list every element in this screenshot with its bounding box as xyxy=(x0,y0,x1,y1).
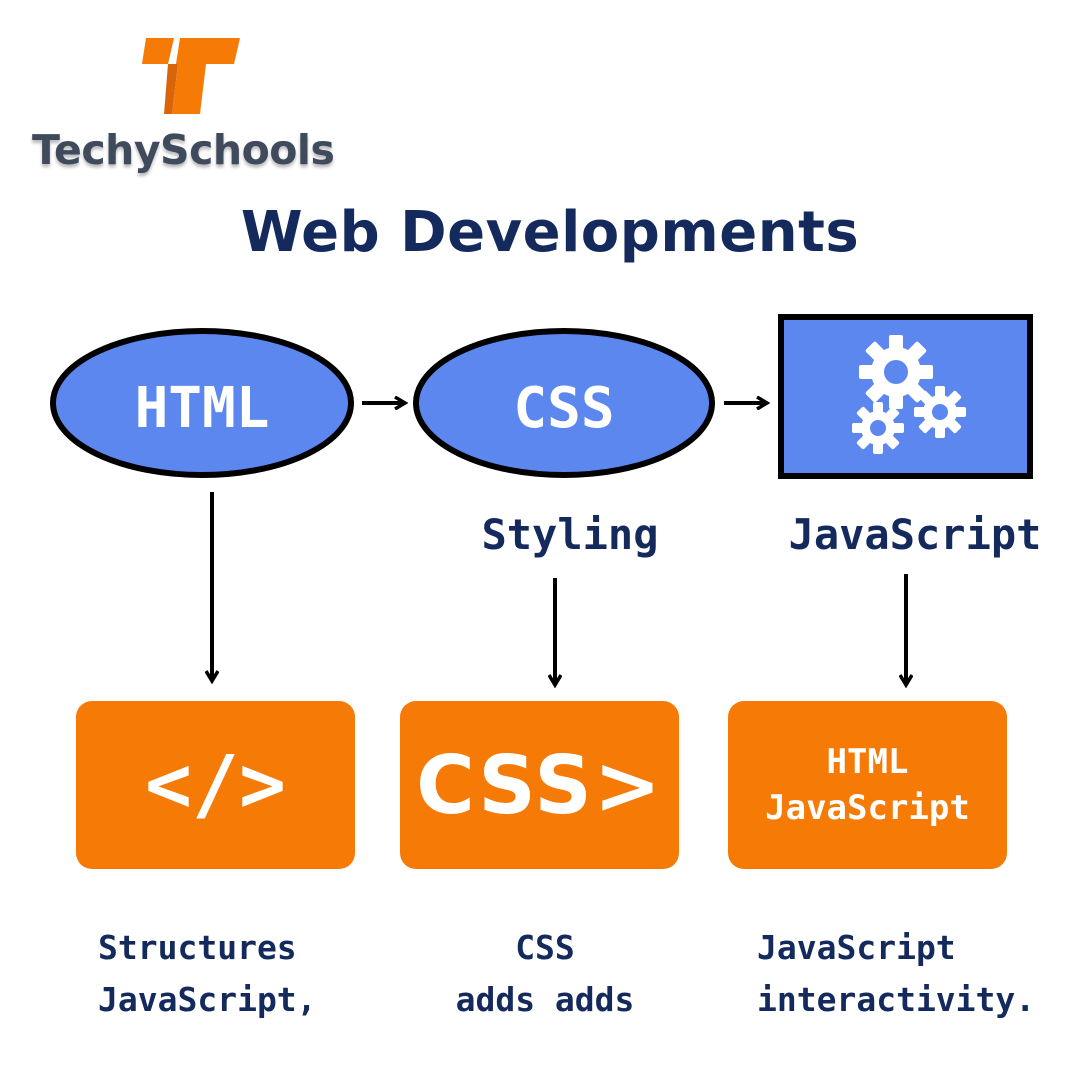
js-card-line-2: JavaScript xyxy=(765,788,970,828)
css-node-ellipse xyxy=(413,328,715,478)
caption-js-line-1: JavaScript xyxy=(757,928,956,967)
page-title: Web Developments xyxy=(240,200,860,265)
caption-html-line-2: JavaScript, xyxy=(98,980,317,1019)
js-card-line-1: HTML xyxy=(826,742,909,782)
html-node-ellipse xyxy=(50,328,354,478)
code-tag-icon: </> xyxy=(145,740,286,830)
css-node-label: CSS xyxy=(513,376,614,441)
js-card: HTML JavaScript xyxy=(728,701,1007,869)
caption-css: CSS adds adds xyxy=(420,922,670,1026)
caption-html: Structures JavaScript, xyxy=(98,922,378,1026)
caption-js: JavaScript interactivity. xyxy=(757,922,1057,1026)
flow-diagram: HTML CSS xyxy=(50,314,1033,700)
html-code-card: </> xyxy=(76,701,355,869)
css-card-text: CSS> xyxy=(416,738,663,832)
css-sublabel: Styling xyxy=(481,510,659,559)
caption-css-line-1: CSS xyxy=(515,928,575,967)
js-node-box xyxy=(778,314,1033,479)
gears-icon xyxy=(852,335,966,454)
css-card: CSS> xyxy=(400,701,679,869)
caption-js-line-2: interactivity. xyxy=(757,980,1036,1019)
caption-html-line-1: Structures xyxy=(98,928,297,967)
html-node-label: HTML xyxy=(135,376,270,441)
techyschools-logo-icon xyxy=(142,38,240,114)
brand-name: TechySchools xyxy=(32,126,335,174)
js-sublabel: JavaScript xyxy=(788,510,1042,559)
caption-css-line-2: adds adds xyxy=(455,980,635,1019)
